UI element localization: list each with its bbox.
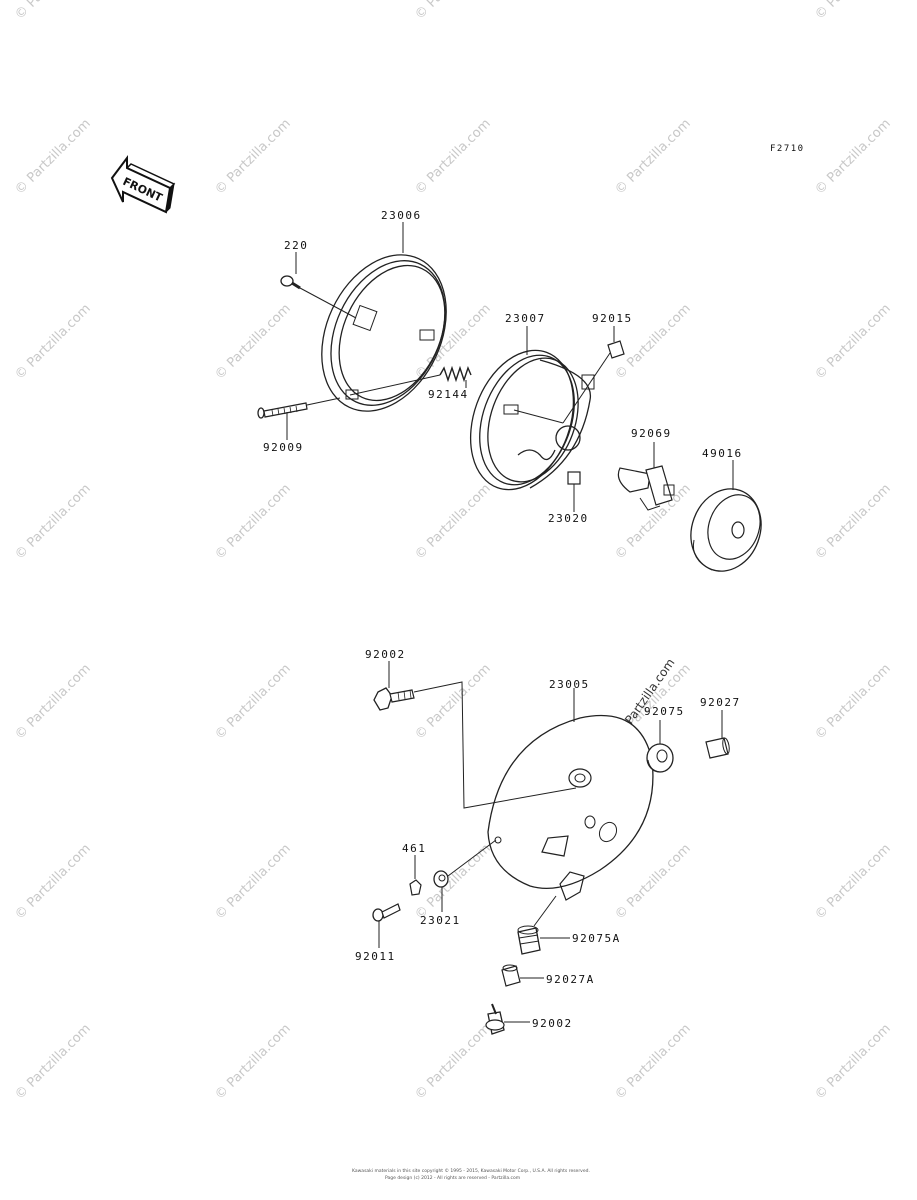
watermark: © Partzilla.com [612, 1021, 694, 1103]
watermark: © Partzilla.com [212, 481, 294, 563]
part-label-23007: 23007 [505, 312, 546, 325]
part-label-92009: 92009 [263, 441, 304, 454]
part-label-23020: 23020 [548, 512, 589, 525]
watermark: © Partzilla.com [12, 301, 94, 383]
watermark: © Partzilla.com [412, 1021, 494, 1103]
boot-49016 [690, 488, 762, 572]
watermark-layer: © Partzilla.com © Partzilla.com © Partzi… [12, 0, 894, 1103]
spring-92144 [439, 365, 472, 383]
headlight-rim-23006 [321, 254, 447, 412]
watermark: © Partzilla.com [12, 1021, 94, 1103]
watermark: © Partzilla.com [212, 841, 294, 923]
watermark: © Partzilla.com [212, 116, 294, 198]
watermark: © Partzilla.com [812, 301, 894, 383]
watermark: © Partzilla.com [12, 0, 94, 23]
watermark: © Partzilla.com [212, 661, 294, 743]
grommet-23021 [433, 870, 449, 888]
screw-220 [280, 275, 301, 290]
watermark: © Partzilla.com [812, 116, 894, 198]
headlight-unit-23007 [469, 349, 595, 491]
grommet-92075 [646, 743, 674, 773]
part-label-92075A: 92075A [572, 932, 621, 945]
grommet-92075A [517, 925, 541, 955]
part-label-92002-lower: 92002 [532, 1017, 573, 1030]
part-label-220: 220 [284, 239, 308, 252]
watermark: © Partzilla.com [812, 841, 894, 923]
part-label-92027: 92027 [700, 696, 741, 709]
screw-92011 [372, 903, 401, 922]
watermark: © Partzilla.com [12, 841, 94, 923]
part-label-92069: 92069 [631, 427, 672, 440]
socket-23020 [567, 471, 581, 485]
clip-92015 [607, 340, 625, 359]
part-label-92075: 92075 [644, 705, 685, 718]
collar-92027 [705, 737, 730, 759]
watermark: © Partzilla.com [212, 301, 294, 383]
watermark: © Partzilla.com [12, 116, 94, 198]
watermark: © Partzilla.com [812, 481, 894, 563]
watermark: © Partzilla.com [412, 116, 494, 198]
nut-461 [409, 879, 422, 896]
part-label-92144: 92144 [428, 388, 469, 401]
watermark: © Partzilla.com [612, 116, 694, 198]
watermark: © Partzilla.com [412, 661, 494, 743]
watermark: © Partzilla.com [812, 0, 894, 23]
screw-92009 [257, 402, 308, 419]
copyright-line-2: Page design (c) 2012 - All rights are re… [385, 1175, 520, 1181]
part-label-461: 461 [402, 842, 426, 855]
part-label-92011: 92011 [355, 950, 396, 963]
watermark: © Partzilla.com [12, 481, 94, 563]
part-label-92015: 92015 [592, 312, 633, 325]
part-label-23021: 23021 [420, 914, 461, 927]
watermark: © Partzilla.com [12, 661, 94, 743]
front-arrow-icon: FRONT [110, 155, 176, 214]
headlight-housing-23005 [487, 714, 654, 901]
watermark: © Partzilla.com [612, 841, 694, 923]
part-label-23006: 23006 [381, 209, 422, 222]
watermark: © Partzilla.com [412, 481, 494, 563]
collar-92027A [501, 964, 521, 987]
bolt-92002-lower [485, 1003, 505, 1035]
copyright-line-1: Kawasaki materials in this site copyrigh… [352, 1167, 590, 1174]
part-label-23005: 23005 [549, 678, 590, 691]
watermark: © Partzilla.com [212, 1021, 294, 1103]
figure-code: F2710 [770, 144, 805, 154]
part-label-92002-upper: 92002 [365, 648, 406, 661]
part-label-92027A: 92027A [546, 973, 595, 986]
watermark: © Partzilla.com [412, 0, 494, 23]
watermark: © Partzilla.com [812, 1021, 894, 1103]
part-label-49016: 49016 [702, 447, 743, 460]
bulb-92069 [617, 465, 675, 511]
bolt-92002-upper [373, 687, 415, 711]
watermark: © Partzilla.com [812, 661, 894, 743]
